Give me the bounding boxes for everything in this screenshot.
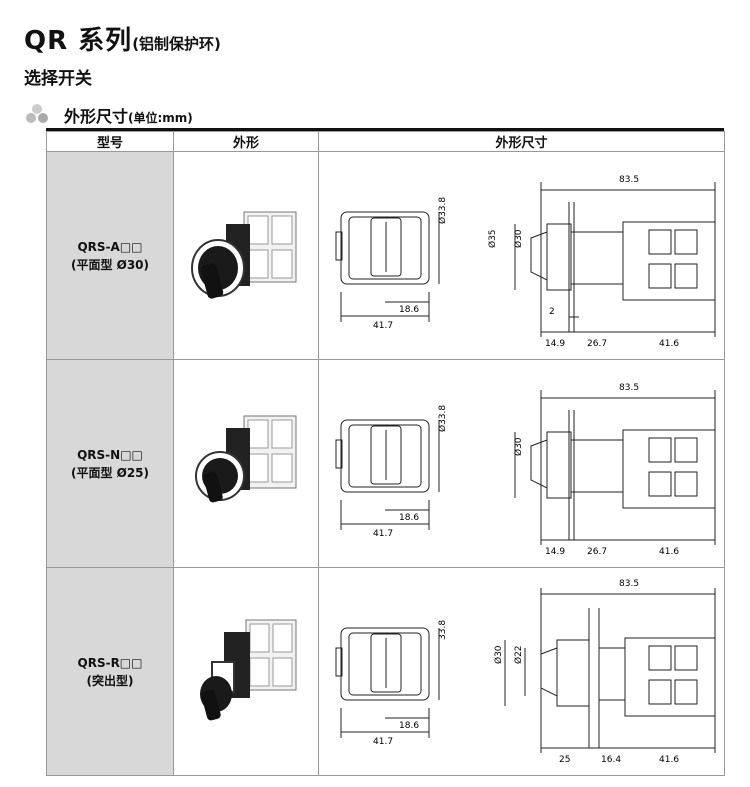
dim-dia-front: Ø33.8 (437, 405, 448, 432)
dim-dia-inner: Ø22 (513, 645, 524, 664)
dim-dia-front: 33.8 (438, 620, 448, 640)
table-row: QRS-A□□ (平面型 Ø30) (46, 151, 725, 360)
col-header-dimensions: 外形尺寸 (318, 131, 725, 152)
model-cell: QRS-R□□ (突出型) (46, 567, 174, 776)
dim-w1: 18.6 (399, 721, 419, 731)
page-title: QR 系列(铝制保护环) (24, 26, 221, 56)
col-header-model: 型号 (46, 131, 174, 152)
model-note: (平面型 Ø30) (70, 257, 150, 272)
dim-w2: 41.7 (373, 737, 393, 747)
dim-dia-inner: Ø30 (513, 437, 524, 456)
dim-w2: 41.7 (373, 321, 393, 331)
dim-w1: 18.6 (399, 513, 419, 523)
dimension-drawing: Ø33.8 18.6 41.7 Ø30 83.5 14.9 26.7 41.6 (318, 359, 725, 568)
dim-total: 83.5 (619, 175, 639, 185)
dimension-drawing: Ø33.8 18.6 41.7 Ø35 Ø30 83.5 2 14.9 26.7… (318, 151, 725, 360)
section-heading: 外形尺寸(单位:mm) (24, 104, 193, 126)
section-dots-icon (24, 104, 56, 126)
dim-d3: 41.6 (659, 755, 679, 765)
product-photo (173, 151, 319, 360)
dim-d2: 26.7 (587, 547, 607, 557)
model-note: (平面型 Ø25) (70, 465, 150, 480)
dim-w1: 18.6 (399, 305, 419, 315)
model-cell: QRS-N□□ (平面型 Ø25) (46, 359, 174, 568)
dimension-drawing: 33.8 18.6 41.7 Ø30 Ø22 83.5 25 16.4 41.6 (318, 567, 725, 776)
dim-d1: 14.9 (545, 339, 565, 349)
section-rule (46, 128, 724, 131)
dim-w2: 41.7 (373, 529, 393, 539)
dim-dia-outer: Ø35 (487, 229, 498, 248)
dim-gap: 2 (549, 307, 555, 317)
model-code: QRS-N□□ (77, 447, 143, 462)
dim-d1: 25 (559, 755, 570, 765)
dim-d1: 14.9 (545, 547, 565, 557)
col-header-appearance: 外形 (173, 131, 319, 152)
dim-total: 83.5 (619, 383, 639, 393)
table-row: QRS-N□□ (平面型 Ø25) (46, 359, 725, 568)
dim-dia-outer: Ø30 (493, 645, 504, 664)
dim-d2: 16.4 (601, 755, 621, 765)
section-unit: (单位:mm) (128, 111, 193, 125)
dim-d3: 41.6 (659, 547, 679, 557)
dim-d2: 26.7 (587, 339, 607, 349)
section-title: 外形尺寸 (64, 107, 129, 126)
model-code: QRS-R□□ (77, 655, 143, 670)
table-row: QRS-R□□ (突出型) (46, 567, 725, 776)
page-subtitle: 选择开关 (24, 69, 92, 89)
dim-d3: 41.6 (659, 339, 679, 349)
product-photo (173, 567, 319, 776)
model-code: QRS-A□□ (77, 239, 143, 254)
dim-total: 83.5 (619, 579, 639, 589)
dim-dia-inner: Ø30 (513, 229, 524, 248)
model-cell: QRS-A□□ (平面型 Ø30) (46, 151, 174, 360)
product-photo (173, 359, 319, 568)
spec-table: 型号 外形 外形尺寸 QRS-A□□ (平面型 Ø30) (46, 131, 725, 776)
model-note: (突出型) (86, 673, 134, 688)
dim-dia-front: Ø33.8 (437, 197, 448, 224)
